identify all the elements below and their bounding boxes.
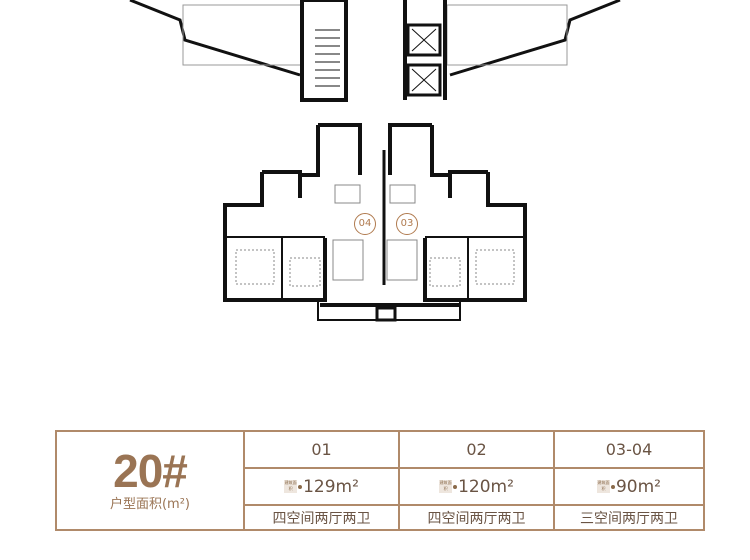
area-value: 120 — [458, 476, 491, 497]
area-value: 129 — [303, 476, 336, 497]
layout-cell-01: 四空间两厅两卫 — [243, 504, 398, 529]
floor-plan — [129, 0, 621, 322]
area-badge: 建筑面积 — [596, 480, 610, 493]
layout-cell-02: 四空间两厅两卫 — [398, 504, 553, 529]
building-cell: 20# 户型面积(m²) — [57, 432, 243, 529]
area-badge: 建筑面积 — [439, 480, 453, 493]
layout-cell-03-04: 三空间两厅两卫 — [553, 504, 703, 529]
dot-icon — [610, 484, 615, 489]
unit-header-02: 02 — [398, 432, 553, 467]
dot-icon — [298, 484, 303, 489]
unit-label-04: 04 — [354, 213, 376, 235]
unit-label-03: 03 — [396, 213, 418, 235]
unit-header-01: 01 — [243, 432, 398, 467]
building-number: 20# — [113, 445, 188, 497]
dot-icon — [453, 484, 458, 489]
area-label: 户型面积(m²) — [109, 497, 191, 512]
unit-header-03-04: 03-04 — [553, 432, 703, 467]
area-unit: m² — [490, 476, 514, 497]
area-value: 90 — [615, 476, 638, 497]
area-unit: m² — [637, 476, 661, 497]
area-badge: 建筑面积 — [284, 480, 298, 493]
area-unit: m² — [335, 476, 359, 497]
